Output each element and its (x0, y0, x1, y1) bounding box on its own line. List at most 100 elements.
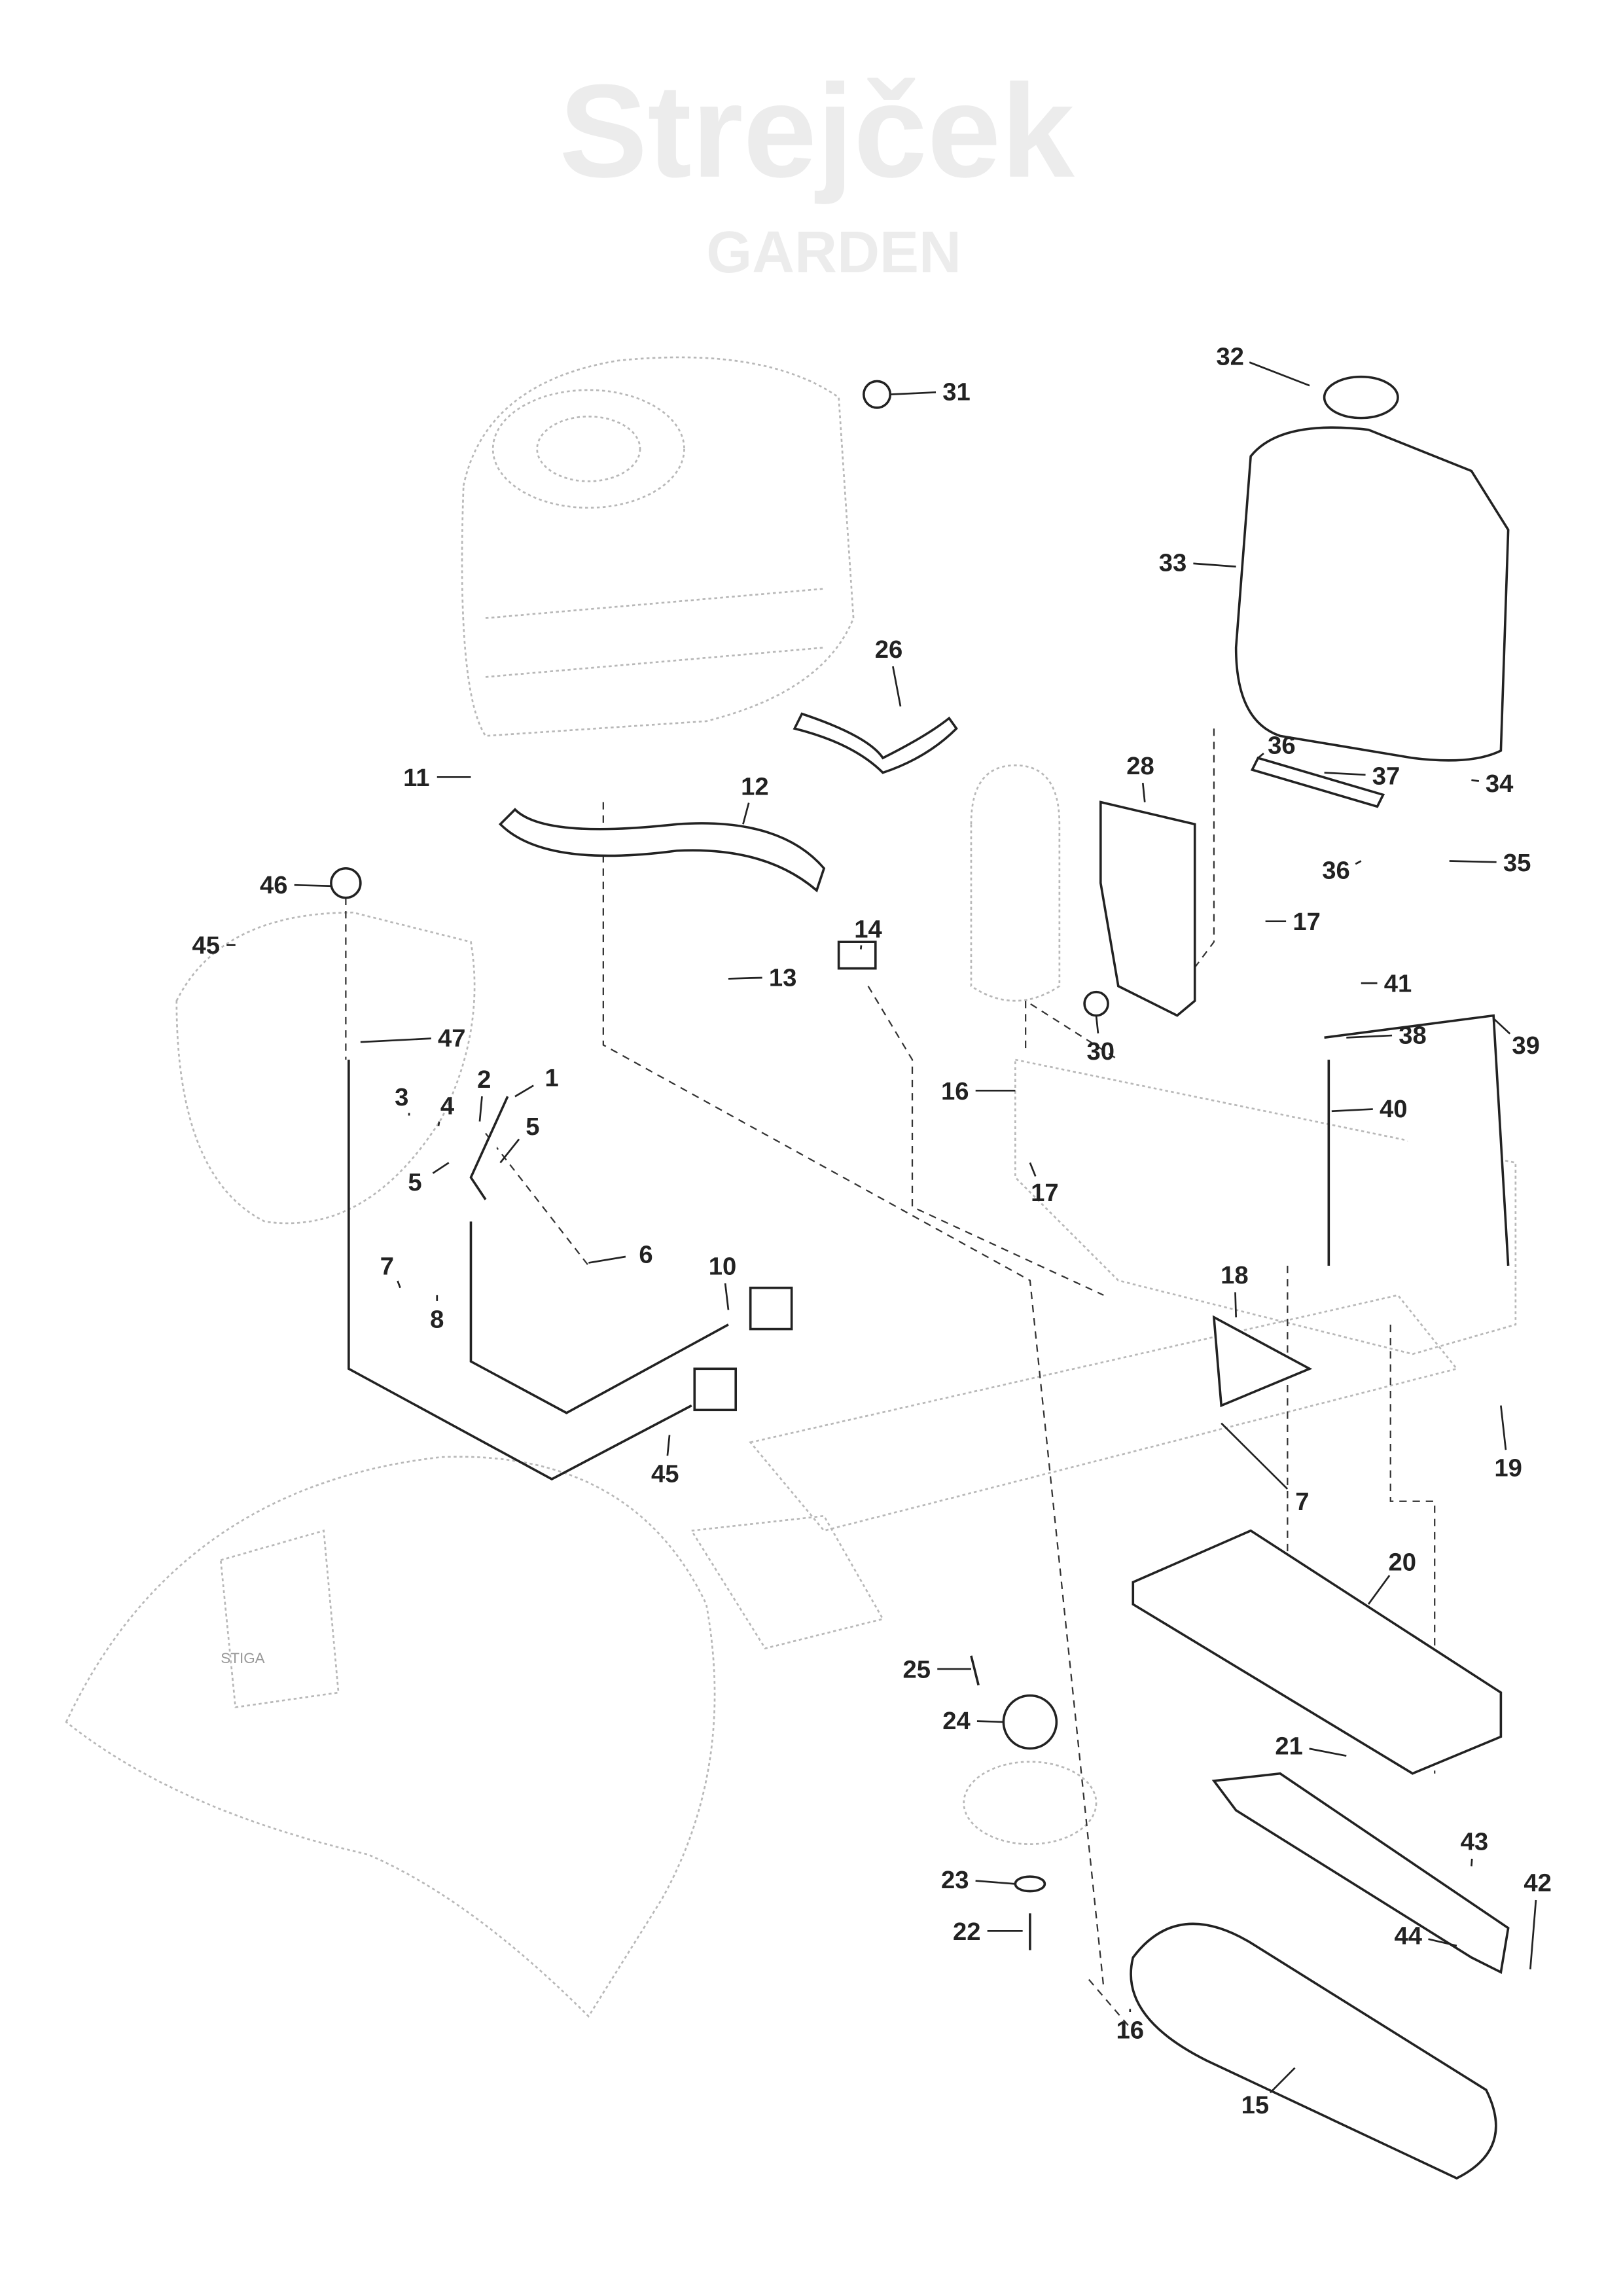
callout-number: 45 (651, 1460, 679, 1488)
muffler-15 (1130, 1922, 1497, 2180)
callout-number: 30 (1087, 1037, 1115, 1066)
callout-number: 36 (1322, 856, 1350, 884)
callout-34: 34 (1471, 770, 1514, 798)
callout-number: 5 (408, 1168, 421, 1196)
callout-number: 33 (1159, 549, 1187, 577)
callout-number: 13 (769, 964, 797, 992)
pulley-24 (1002, 1694, 1058, 1750)
callout-45: 45 (651, 1435, 679, 1488)
callout-23: 23 (941, 1866, 1016, 1894)
callout-1: 1 (514, 1064, 559, 1098)
watermark-brand: Strejček (559, 57, 1075, 205)
callout-number: 37 (1372, 762, 1400, 791)
callout-25: 25 (903, 1656, 971, 1684)
leader-line (1270, 2067, 1296, 2094)
leader-line (1221, 1422, 1289, 1490)
callout-30: 30 (1087, 1015, 1115, 1066)
callout-20: 20 (1367, 1548, 1416, 1605)
leader-line (478, 1096, 483, 1122)
callout-number: 12 (741, 772, 769, 800)
callout-36: 36 (1257, 731, 1296, 759)
leader-line (1331, 1108, 1373, 1113)
watermark-sub: GARDEN (706, 220, 961, 285)
callout-number: 17 (1031, 1179, 1059, 1207)
leader-line (666, 1435, 671, 1456)
callout-number: 35 (1503, 849, 1531, 877)
leader-line (514, 1085, 534, 1098)
callout-18: 18 (1221, 1261, 1249, 1318)
callout-number: 20 (1388, 1548, 1416, 1576)
callout-10: 10 (709, 1252, 736, 1310)
callout-33: 33 (1159, 549, 1236, 577)
callout-17: 17 (1029, 1162, 1059, 1207)
callout-8: 8 (430, 1295, 444, 1333)
callout-21: 21 (1275, 1732, 1347, 1760)
callout-41: 41 (1361, 970, 1412, 998)
frame-ghost: STIGA (65, 764, 1517, 2018)
callout-31: 31 (890, 378, 971, 406)
callout-46: 46 (260, 871, 331, 899)
grommet-30 (1083, 990, 1109, 1017)
callout-number: 2 (477, 1066, 491, 1094)
callout-37: 37 (1324, 762, 1400, 791)
callout-7: 7 (1221, 1422, 1309, 1516)
callout-number: 15 (1241, 2091, 1270, 2119)
callout-number: 25 (903, 1656, 931, 1684)
callout-number: 17 (1293, 908, 1321, 936)
callout-16: 16 (1116, 2009, 1144, 2044)
leader-line (1493, 1018, 1511, 1035)
leader-line (1449, 860, 1497, 863)
callout-13: 13 (728, 964, 796, 992)
leader-line (892, 666, 902, 707)
callout-number: 11 (403, 764, 429, 792)
hose-12 (498, 808, 826, 893)
callout-number: 47 (438, 1024, 466, 1052)
callout-number: 46 (260, 871, 288, 899)
leader-line (1471, 779, 1480, 782)
callout-number: 16 (941, 1077, 969, 1105)
leader-line (1324, 772, 1366, 776)
callout-number: 31 (942, 378, 971, 406)
callout-number: 6 (639, 1240, 652, 1268)
bracket-43 (1211, 1772, 1510, 1974)
callout-35: 35 (1449, 849, 1531, 877)
heat-shield-20 (1132, 1529, 1503, 1775)
leader-line (1471, 1858, 1473, 1867)
callout-5: 5 (408, 1162, 450, 1196)
callout-number: 7 (1295, 1488, 1309, 1516)
callout-number: 5 (526, 1113, 539, 1141)
callout-number: 23 (941, 1866, 969, 1894)
callout-number: 22 (953, 1918, 981, 1946)
callout-5: 5 (499, 1113, 540, 1164)
callout-19: 19 (1494, 1405, 1522, 1482)
leader-line (1355, 860, 1362, 865)
callout-number: 32 (1216, 343, 1244, 371)
callout-32: 32 (1216, 343, 1310, 387)
tank-cap (1323, 375, 1399, 420)
callout-16: 16 (941, 1077, 1016, 1105)
decal-throttle (693, 1367, 738, 1412)
callout-44: 44 (1394, 1922, 1457, 1950)
callout-number: 18 (1221, 1261, 1249, 1289)
callout-38: 38 (1346, 1021, 1427, 1049)
callout-4: 4 (437, 1092, 455, 1126)
washer-23 (1014, 1875, 1046, 1893)
callout-number: 36 (1268, 731, 1296, 759)
callout-12: 12 (741, 772, 769, 825)
clamp-31 (863, 380, 892, 409)
callout-number: 7 (380, 1252, 394, 1280)
leader-line (294, 884, 331, 888)
leader-line (1428, 1938, 1457, 1947)
leader-line (1529, 1899, 1537, 1969)
fuel-line-37 (1250, 756, 1385, 808)
callout-number: 40 (1380, 1095, 1408, 1123)
callout-number: 21 (1275, 1732, 1303, 1760)
leader-line (1249, 361, 1310, 387)
leader-line (360, 1037, 431, 1043)
leader-line (728, 977, 762, 980)
lever-1-2 (469, 1096, 509, 1200)
leader-line (1500, 1405, 1507, 1450)
callout-number: 19 (1494, 1454, 1522, 1482)
clip-14 (837, 941, 877, 970)
